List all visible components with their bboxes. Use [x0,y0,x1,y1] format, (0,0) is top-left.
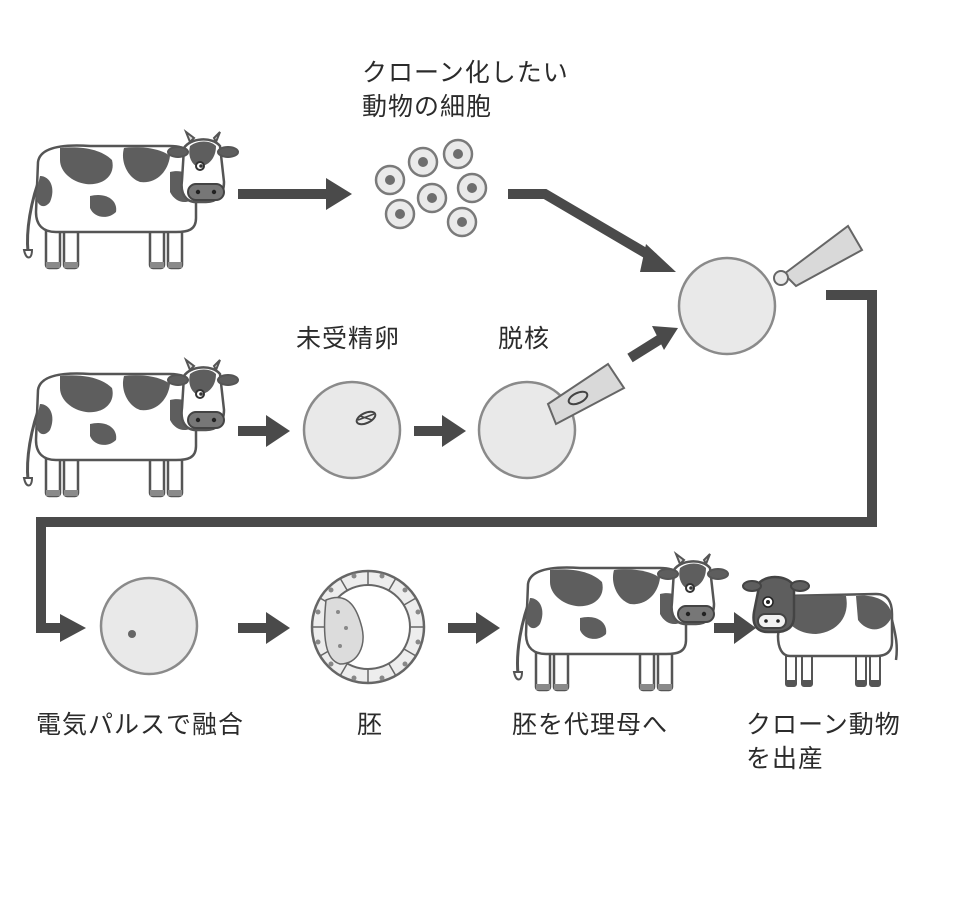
egg-donor-cow-icon [22,358,240,498]
somatic-cells-cluster [374,138,488,238]
donor-cow-icon [22,130,240,270]
embryo-label: 胚 [357,710,384,739]
arrow-cells-to-egg [508,189,676,272]
somatic-cell-icon [442,138,474,170]
arrow-enucleation-to-egg [627,326,678,363]
fused-egg-icon [99,576,199,676]
clone-birth-label-line1: クローン動物 [746,710,901,739]
somatic-cells-label-line1: クローン化したい [362,58,569,87]
somatic-cell-icon [446,206,478,238]
somatic-cell-icon [407,146,439,178]
arrow-egg-to-fusion [36,290,877,642]
surrogate-cow-icon [512,552,730,692]
clone-birth-label-line2: を出産 [746,744,825,773]
clone-calf-icon [742,575,899,687]
unfertilized-egg-label: 未受精卵 [296,324,401,353]
arrow-donor-to-cells [238,178,352,210]
somatic-cells-label: クローン化したい 動物の細胞 [362,56,569,124]
surrogate-label: 胚を代理母へ [512,710,669,739]
enucleation-pipette-icon [546,362,626,426]
arrow-cow-to-egg [238,415,290,447]
fusion-label: 電気パルスで融合 [36,710,245,739]
somatic-cell-icon [456,172,488,204]
embryo-icon [310,569,426,685]
recipient-egg-icon [677,256,777,356]
clone-birth-label: クローン動物 を出産 [746,708,901,776]
arrow-surrogate-to-calf [714,612,756,644]
somatic-cell-icon [384,198,416,230]
arrow-fusion-to-embryo [238,612,290,644]
enucleation-label: 脱核 [498,324,551,353]
arrow-egg-to-enucleation [414,415,466,447]
somatic-cell-icon [374,164,406,196]
somatic-cells-label-line2: 動物の細胞 [362,92,493,121]
unfertilized-egg-icon [302,380,402,480]
arrow-embryo-to-surrogate [448,612,500,644]
injection-pipette-icon [773,224,864,288]
somatic-cell-icon [416,182,448,214]
